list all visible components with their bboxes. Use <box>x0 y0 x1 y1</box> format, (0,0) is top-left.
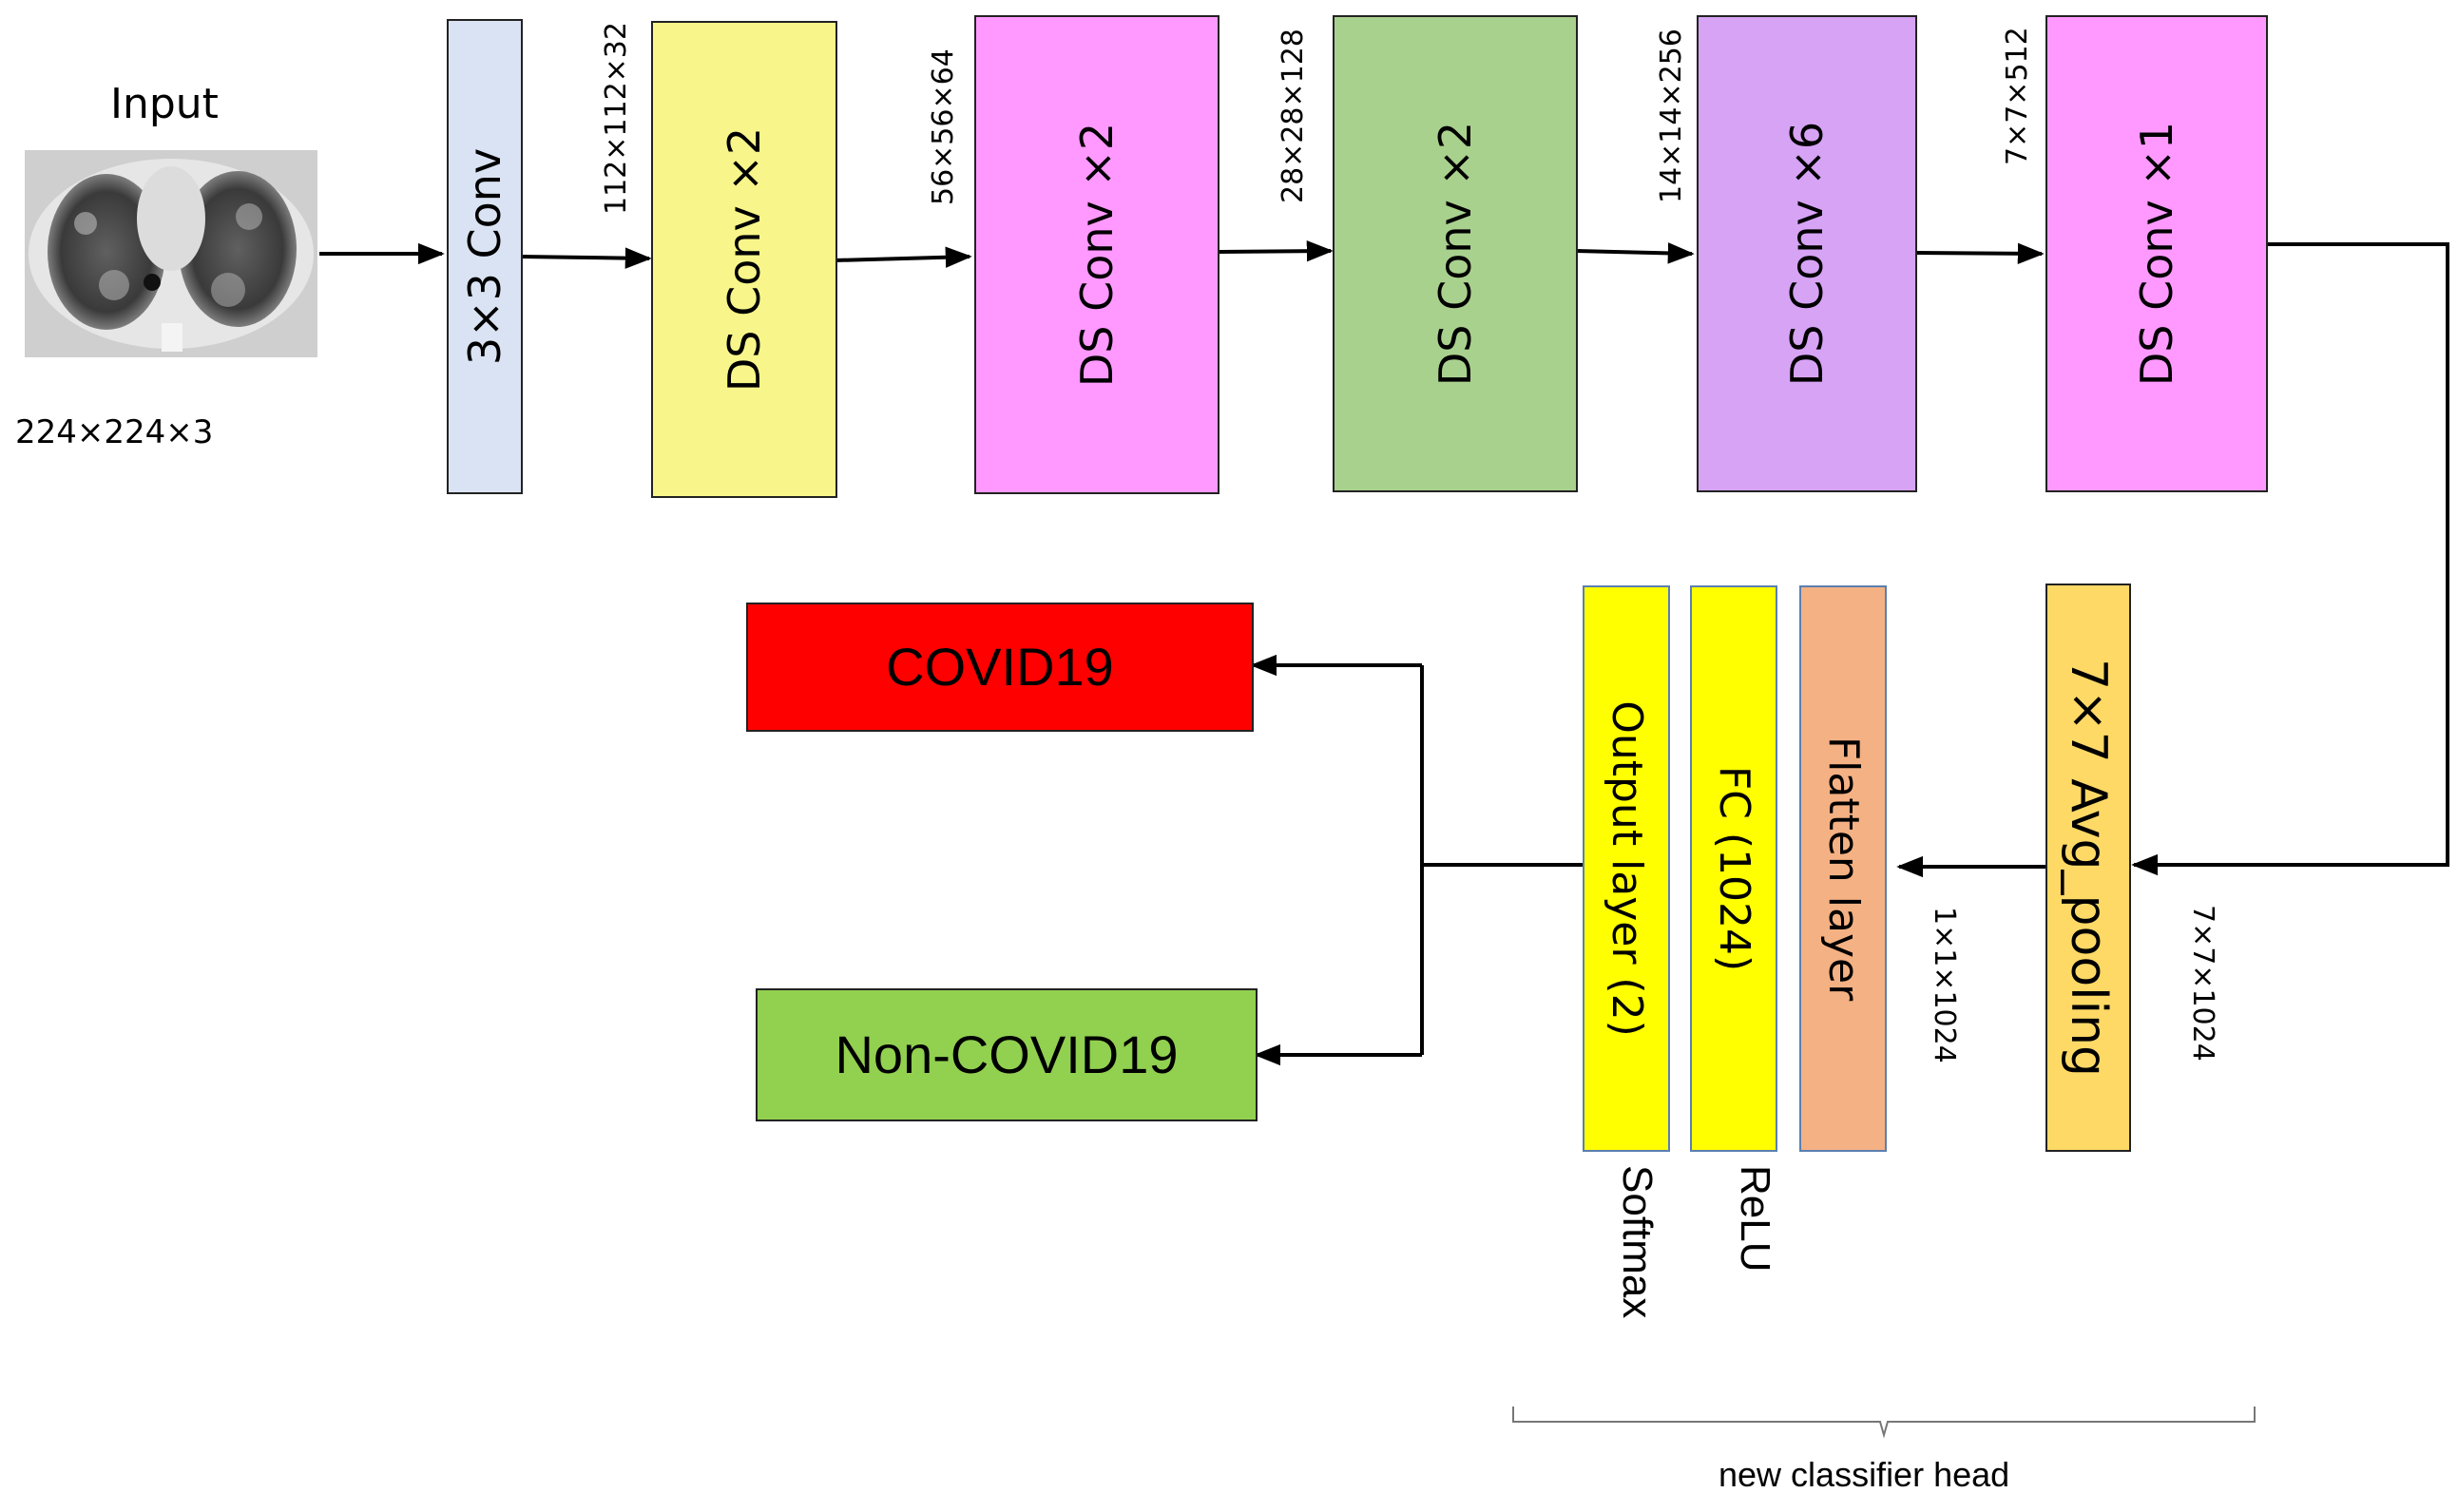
dims-28x28x128: 28×28×128 <box>1277 29 1310 203</box>
arrow-ds3-to-ds4 <box>1575 242 1695 264</box>
block-3x3-conv: 3×3 Conv <box>447 19 523 494</box>
dims-112x112x32: 112×112×32 <box>600 22 633 215</box>
block-label: DS Conv ×6 <box>1781 121 1833 387</box>
block-label: DS Conv ×2 <box>1071 122 1123 388</box>
input-dims: 224×224×3 <box>15 413 214 451</box>
dims-56x56x64: 56×56×64 <box>927 48 960 205</box>
block-label: 3×3 Conv <box>459 147 510 366</box>
output-covid19: COVID19 <box>746 603 1254 732</box>
output-label: COVID19 <box>886 637 1114 697</box>
block-ds-conv-5: DS Conv ×1 <box>2045 15 2268 492</box>
input-title: Input <box>110 80 219 128</box>
arrow-conv-to-ds1 <box>520 247 652 269</box>
block-avg-pooling: 7×7 Avg_pooling <box>2045 584 2131 1152</box>
dims-14x14x256: 14×14×256 <box>1655 29 1688 203</box>
lung-ct-image-icon <box>25 150 317 357</box>
output-activation: Softmax <box>1614 1165 1661 1319</box>
block-label: 7×7 Avg_pooling <box>2060 658 2117 1078</box>
dims-7x7x1024: 7×7×1024 <box>2186 905 2219 1062</box>
dims-1x1x1024: 1×1×1024 <box>1928 907 1961 1063</box>
block-output-layer: Output layer (2) <box>1583 585 1670 1152</box>
block-label: DS Conv ×2 <box>719 126 770 392</box>
top-arrows <box>319 240 2449 1066</box>
block-label: FC (1024) <box>1710 765 1758 972</box>
block-ds-conv-3: DS Conv ×2 <box>1333 15 1578 492</box>
block-label: DS Conv ×1 <box>2131 121 2182 387</box>
block-label: DS Conv ×2 <box>1430 121 1481 387</box>
arrow-ds2-to-ds3 <box>1218 240 1334 262</box>
classifier-head-label: new classifier head <box>1719 1455 2010 1494</box>
classifier-head-brace <box>1512 1407 2256 1439</box>
arrow-ds1-to-ds2 <box>834 246 972 268</box>
block-ds-conv-1: DS Conv ×2 <box>651 21 837 498</box>
block-ds-conv-4: DS Conv ×6 <box>1697 15 1917 492</box>
arrow-ds4-to-ds5 <box>1915 242 2045 265</box>
output-label: Non-COVID19 <box>835 1024 1179 1084</box>
block-ds-conv-2: DS Conv ×2 <box>974 15 1219 494</box>
block-fc-1024: FC (1024) <box>1690 585 1777 1152</box>
arrow-backbone-to-pooling <box>2131 242 2449 876</box>
dims-7x7x512: 7×7×512 <box>2001 27 2034 165</box>
fc-activation: ReLU <box>1732 1165 1778 1273</box>
block-flatten: Flatten layer <box>1799 585 1887 1152</box>
block-label: Output layer (2) <box>1603 700 1651 1037</box>
block-label: Flatten layer <box>1819 736 1868 1002</box>
output-non-covid19: Non-COVID19 <box>756 988 1258 1121</box>
